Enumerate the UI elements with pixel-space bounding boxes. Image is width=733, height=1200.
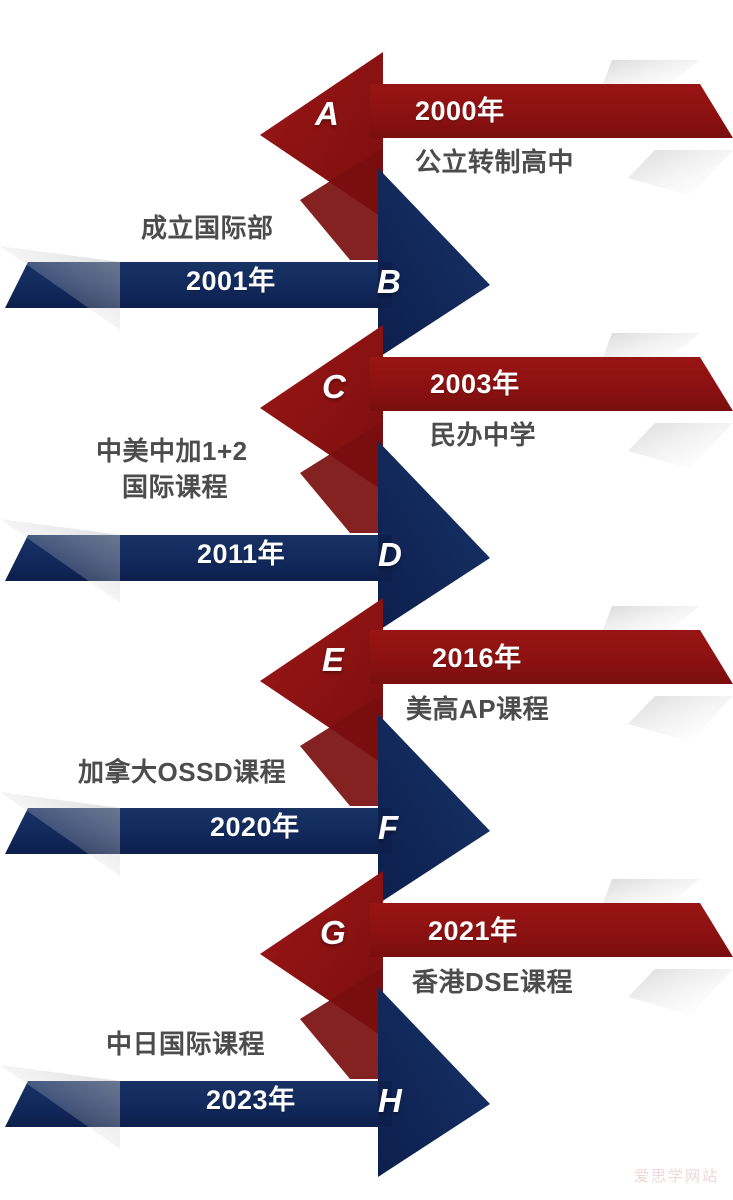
timeline-arrows [0, 52, 733, 1177]
timeline-infographic: A 2000年 公立转制高中 B 2001年 成立国际部 C 2003年 民办中… [0, 52, 733, 1185]
